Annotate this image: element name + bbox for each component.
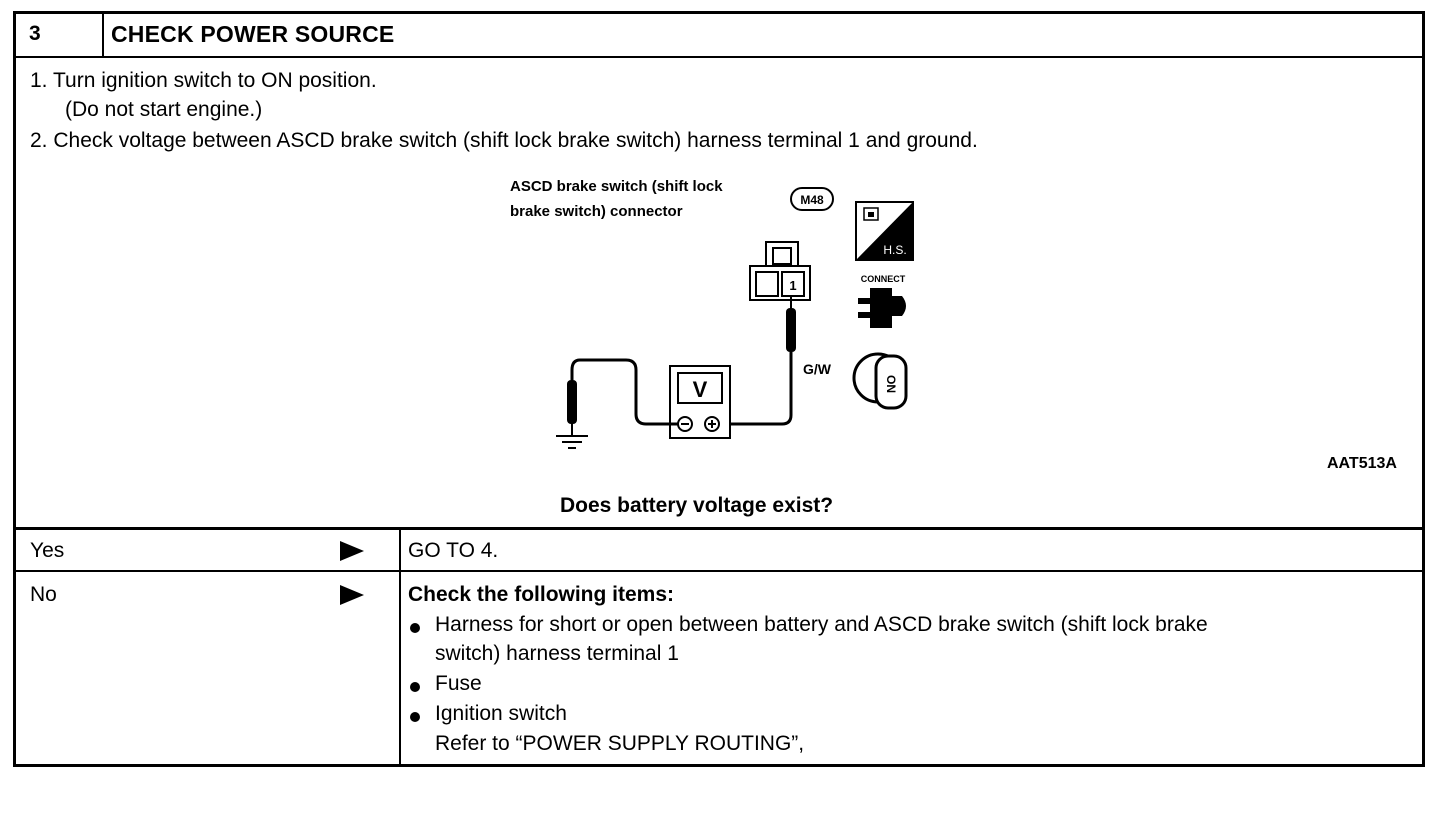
connector-label-line1: ASCD brake switch (shift lock bbox=[510, 178, 723, 195]
question-bottom-rule bbox=[13, 527, 1425, 530]
connect-label: CONNECT bbox=[861, 274, 906, 284]
yes-action: GO TO 4. bbox=[408, 539, 499, 562]
ignition-key-icon: ON bbox=[852, 352, 908, 410]
check-item-1: Harness for short or open between batter… bbox=[435, 613, 1208, 636]
connector-icon: 1 bbox=[749, 241, 811, 301]
yes-arrow-icon bbox=[340, 541, 364, 561]
voltmeter: V bbox=[669, 365, 731, 439]
no-label: No bbox=[30, 583, 57, 606]
connect-icon bbox=[858, 288, 906, 328]
terminal-number: 1 bbox=[789, 278, 796, 293]
bullet-1 bbox=[410, 623, 420, 633]
connector-code-badge: M48 bbox=[790, 187, 834, 211]
header-bottom-rule bbox=[13, 56, 1425, 58]
harness-side-icon: H.S. bbox=[855, 201, 914, 261]
wiring-diagram: M48 1 G/W V H.S. bbox=[556, 187, 914, 449]
no-arrow-icon bbox=[340, 585, 364, 605]
step-number: 3 bbox=[29, 22, 41, 45]
wire-color-label: G/W bbox=[803, 361, 832, 377]
connector-label-line2: brake switch) connector bbox=[510, 203, 683, 220]
bullet-3 bbox=[410, 712, 420, 722]
instruction-1: 1. Turn ignition switch to ON position. bbox=[30, 69, 377, 92]
connector-code: M48 bbox=[800, 193, 824, 207]
no-heading: Check the following items: bbox=[408, 583, 675, 606]
meter-letter: V bbox=[693, 377, 708, 402]
header-cell-divider bbox=[102, 11, 104, 57]
hs-label: H.S. bbox=[883, 243, 906, 257]
figure-id: AAT513A bbox=[1327, 455, 1397, 472]
check-item-3: Ignition switch bbox=[435, 702, 567, 725]
key-on-label: ON bbox=[884, 375, 898, 393]
instruction-1-note: (Do not start engine.) bbox=[65, 98, 263, 121]
step-title: CHECK POWER SOURCE bbox=[111, 21, 395, 47]
positive-probe bbox=[718, 296, 796, 426]
instruction-2: 2. Check voltage between ASCD brake swit… bbox=[30, 129, 978, 152]
refer-note: Refer to “POWER SUPPLY ROUTING”, bbox=[435, 732, 805, 755]
procedure-table bbox=[13, 11, 1425, 767]
question: Does battery voltage exist? bbox=[560, 494, 834, 517]
bullet-2 bbox=[410, 682, 420, 692]
check-item-2: Fuse bbox=[435, 672, 482, 695]
check-item-1-cont: switch) harness terminal 1 bbox=[435, 642, 679, 665]
answer-column-divider bbox=[399, 528, 401, 767]
negative-probe bbox=[556, 358, 678, 449]
yes-row-bottom-rule bbox=[13, 570, 1425, 572]
yes-label: Yes bbox=[30, 539, 65, 562]
